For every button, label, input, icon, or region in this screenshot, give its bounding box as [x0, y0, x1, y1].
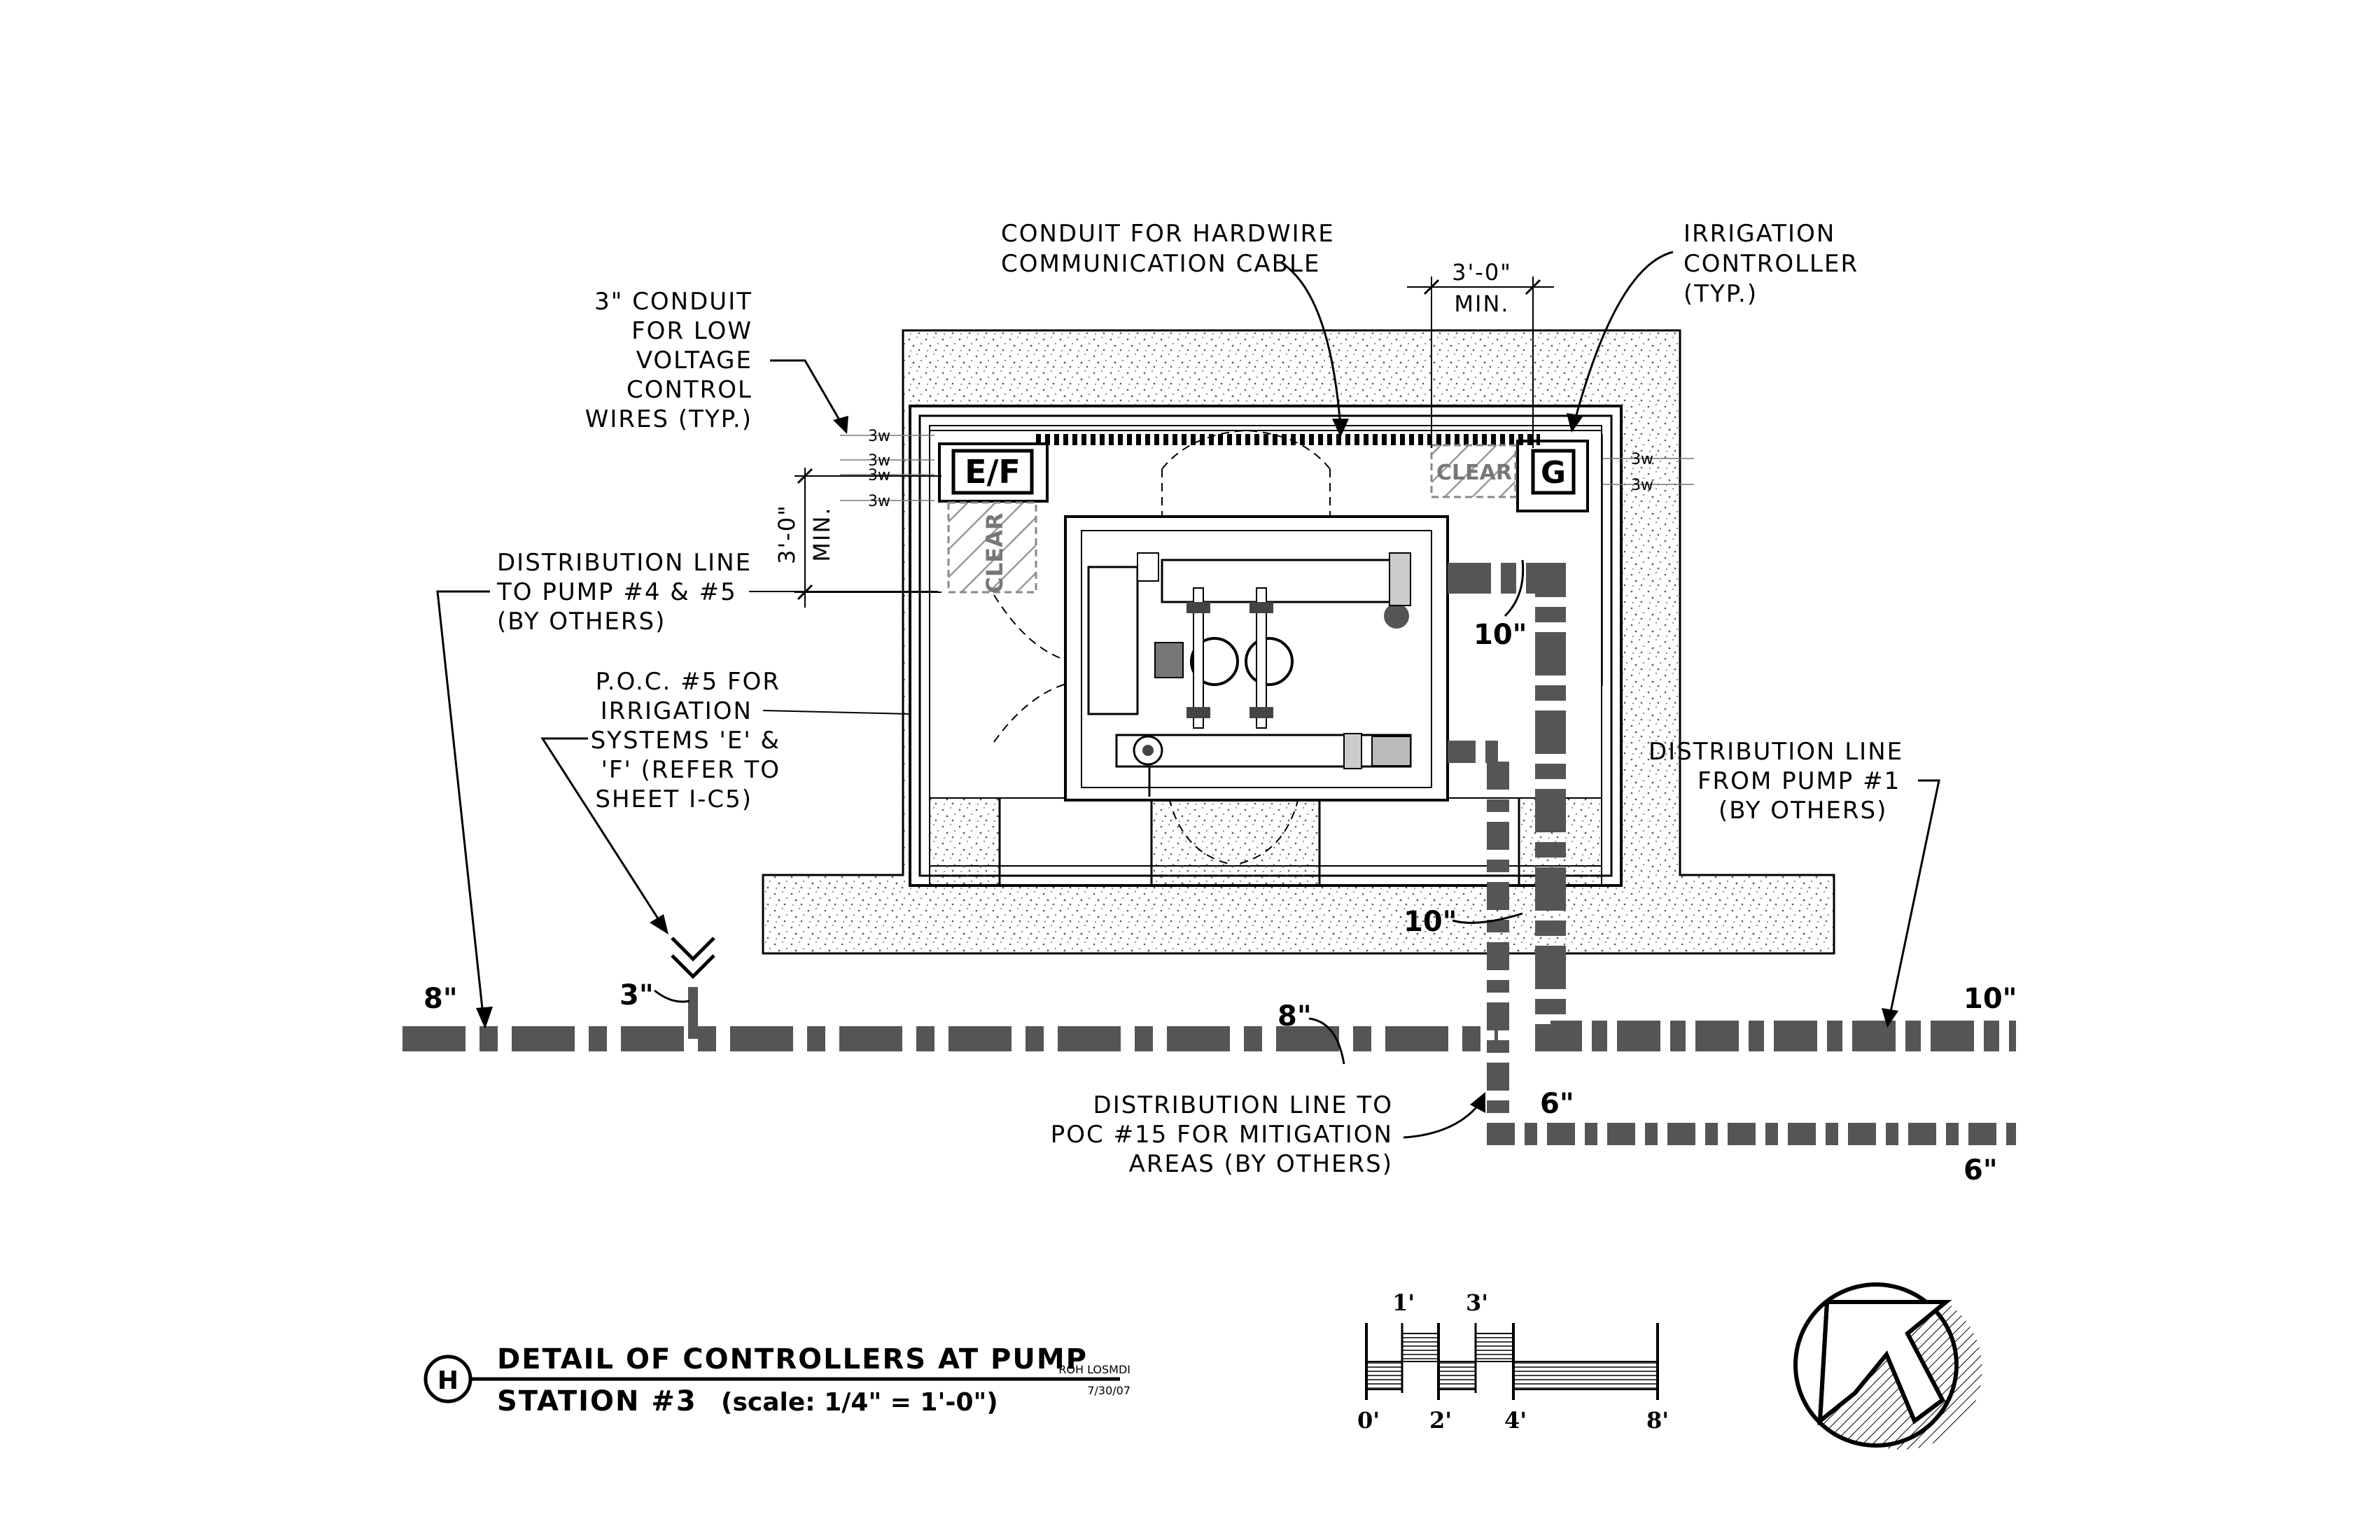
label-poc5: P.O.C. #5 FOR IRRIGATION SYSTEMS 'E' & '… [540, 668, 911, 934]
pump-skid [1064, 515, 1449, 802]
title-block: H DETAIL OF CONTROLLERS AT PUMP STATION … [424, 1343, 1130, 1418]
label-dist-line-pump45: DISTRIBUTION LINE TO PUMP #4 & #5 (BY OT… [436, 549, 938, 1029]
controller-ef-label: E/F [965, 453, 1021, 491]
dimension-left-value: 3'-0" [774, 504, 800, 564]
detail-scale: (scale: 1/4" = 1'-0") [721, 1388, 998, 1417]
pipe-network [402, 563, 2016, 1145]
label-conduit-low-voltage: 3" CONDUIT FOR LOW VOLTAGE CONTROL WIRES… [585, 288, 848, 434]
scale-top-label: 1' [1392, 1289, 1415, 1316]
detail-id: H [438, 1366, 458, 1395]
label-line: SHEET I-C5) [595, 785, 752, 813]
detail-title-line2: STATION #3 [497, 1385, 697, 1418]
dimension-top-value: 3'-0" [1452, 259, 1512, 286]
clear-label-left: CLEAR [981, 512, 1008, 593]
label-line: 'F' (REFER TO [601, 756, 780, 784]
label-line: IRRIGATION [1684, 220, 1835, 248]
scale-bar: 1' 3' 0' 2' 4' 8' [1357, 1289, 1669, 1434]
clear-zone-right: CLEAR [1430, 444, 1517, 498]
pipe-size-riser-lower: 10" [1404, 906, 1457, 938]
label-line: VOLTAGE [636, 346, 752, 374]
dimension-top-min: MIN. [1454, 290, 1509, 317]
wire-tag: 3w [868, 428, 890, 445]
label-dist-line-poc15: DISTRIBUTION LINE TO POC #15 FOR MITIGAT… [1051, 1091, 1485, 1178]
scale-top-label: 3' [1466, 1289, 1488, 1316]
clear-label-right: CLEAR [1436, 461, 1512, 485]
label-line: COMMUNICATION CABLE [1001, 250, 1320, 278]
label-line: (TYP.) [1684, 280, 1758, 308]
scale-bottom-label: 0' [1357, 1407, 1380, 1434]
label-line: WIRES (TYP.) [585, 405, 752, 433]
wire-tag: 3w [1631, 477, 1653, 494]
pipe-size-left-main: 8" [424, 983, 458, 1015]
pipe-size-right-main: 10" [1963, 983, 2017, 1015]
controller-g: G [1516, 440, 1589, 512]
label-line: (BY OTHERS) [497, 608, 666, 636]
label-line: FOR LOW [631, 317, 752, 345]
wire-tag: 3w [1631, 451, 1653, 468]
wire-tags-left: 3w 3w 3w 3w [840, 428, 934, 510]
pipe-size-branch: 6" [1540, 1088, 1574, 1120]
pipe-size-poc: 3" [620, 979, 654, 1011]
label-line: POC #15 FOR MITIGATION [1051, 1121, 1393, 1149]
clear-zone-left: CLEAR [947, 501, 1037, 594]
north-arrow-icon [1793, 1282, 1982, 1450]
label-line: 3" CONDUIT [594, 288, 752, 316]
label-dist-line-pump1: DISTRIBUTION LINE FROM PUMP #1 (BY OTHER… [1648, 738, 1940, 1028]
scale-bottom-label: 2' [1429, 1407, 1452, 1434]
label-line: IRRIGATION [601, 697, 752, 725]
label-line: DISTRIBUTION LINE TO [1093, 1091, 1393, 1119]
wire-tags-right: 3w 3w [1603, 451, 1694, 494]
label-line: CONDUIT FOR HARDWIRE [1001, 220, 1335, 248]
label-line: DISTRIBUTION LINE [497, 549, 752, 577]
label-line: (BY OTHERS) [1718, 797, 1887, 825]
label-conduit-hardwire: CONDUIT FOR HARDWIRE COMMUNICATION CABLE [1001, 220, 1349, 438]
label-line: FROM PUMP #1 [1698, 767, 1900, 795]
dimension-top: 3'-0" MIN. [1407, 259, 1554, 448]
wire-tag: 3w [868, 493, 890, 510]
poc-symbol [671, 937, 715, 979]
label-line: CONTROLLER [1684, 250, 1858, 278]
dimension-left-min: MIN. [808, 506, 835, 561]
label-line: AREAS (BY OTHERS) [1129, 1150, 1393, 1178]
label-line: SYSTEMS 'E' & [591, 727, 780, 755]
controller-g-label: G [1541, 455, 1566, 491]
label-line: CONTROL [626, 376, 752, 404]
detail-author: ROH LOSMDI [1058, 1363, 1130, 1376]
pipe-size-labels: 8" 3" 8" 10" 6" 6" 10" 10" [424, 559, 2017, 1186]
label-line: DISTRIBUTION LINE [1648, 738, 1903, 766]
pipe-size-riser-upper: 10" [1474, 619, 1527, 651]
detail-title-line1: DETAIL OF CONTROLLERS AT PUMP [497, 1343, 1088, 1376]
label-line: P.O.C. #5 FOR [596, 668, 780, 696]
scale-bottom-label: 4' [1504, 1407, 1527, 1434]
detail-date: 7/30/07 [1087, 1384, 1130, 1397]
controller-ef: E/F [938, 442, 1049, 503]
wire-tag: 3w [868, 452, 890, 470]
label-irrigation-controller: IRRIGATION CONTROLLER (TYP.) [1567, 220, 1858, 433]
scale-bottom-label: 8' [1646, 1407, 1669, 1434]
pipe-size-center-main: 8" [1278, 1000, 1312, 1032]
label-line: TO PUMP #4 & #5 [496, 578, 737, 606]
pipe-size-bottom-right: 6" [1963, 1154, 1998, 1186]
